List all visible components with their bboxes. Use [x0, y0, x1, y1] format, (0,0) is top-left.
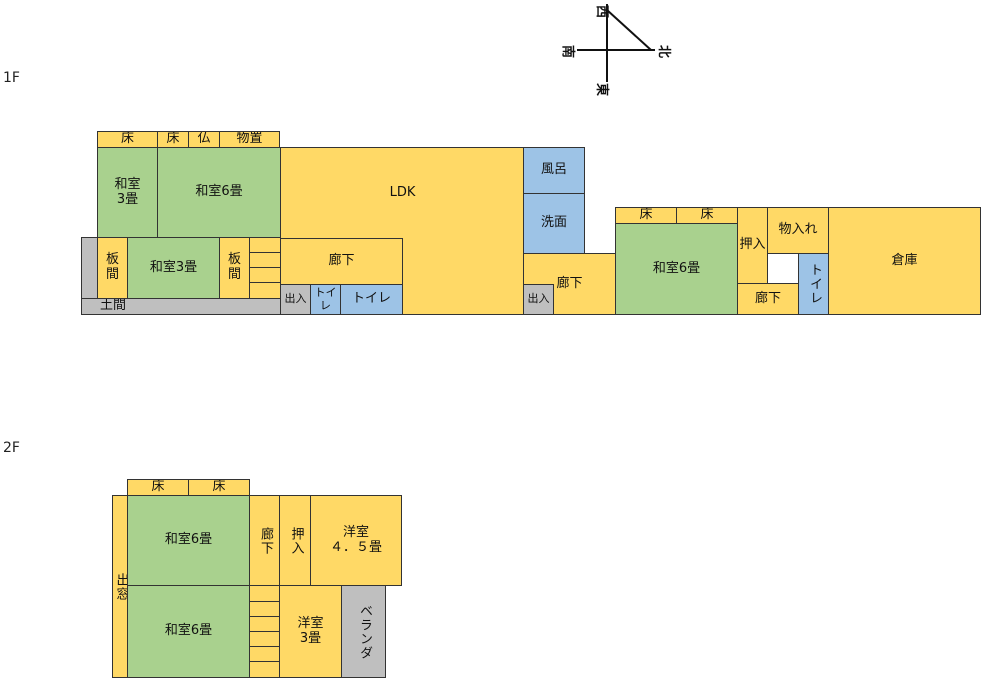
f2-stair-step: [249, 661, 280, 678]
f1-oshiire: 押入: [737, 207, 768, 284]
f1-monooki: 物置: [219, 131, 280, 148]
f1-stair-step: [249, 267, 281, 283]
compass-east: 東: [594, 82, 610, 97]
f1-toko-1: 床: [97, 131, 158, 148]
f1-stair-step: [249, 237, 281, 253]
f1-stair-step: [249, 252, 281, 268]
compass-south: 南: [560, 44, 576, 59]
f1-toire: トイレ: [340, 284, 403, 315]
f2-oshiire: 押入: [279, 495, 311, 586]
f1-senmen: 洗面: [523, 193, 585, 254]
f1-washitsu-6-east: 和室6畳: [615, 223, 738, 315]
f1-washitsu-3-top: 和室 3畳: [97, 147, 158, 238]
f1-deiri-2: 出入: [523, 284, 554, 315]
f1-doma: 土間: [81, 298, 281, 315]
compass-north: 北: [656, 44, 672, 59]
compass-west: 西: [594, 4, 610, 19]
f1-butsuma: 仏: [188, 131, 220, 148]
f1-mono-ire: 物入れ: [767, 207, 829, 254]
f1-itama-1: 板 間: [97, 237, 128, 299]
f2-demado: 出窓: [112, 495, 128, 678]
f2-stair-step: [249, 616, 280, 632]
f1-toire-small: トイレ: [310, 284, 341, 315]
f1-rouka-1: 廊下: [280, 238, 403, 285]
f1-furo: 風呂: [523, 147, 585, 194]
f1-toko-2: 床: [157, 131, 189, 148]
compass: 西 南 北 東: [555, 0, 685, 100]
f1-itama-2: 板 間: [219, 237, 250, 299]
f2-stair-step: [249, 646, 280, 662]
f1-souko: 倉庫: [828, 207, 981, 315]
f2-rouka: 廊下: [249, 495, 280, 586]
f1-toko-3: 床: [615, 207, 677, 224]
f2-youshitsu-4-5: 洋室 ４．５畳: [310, 495, 402, 586]
f2-veranda: ベランダ: [341, 585, 386, 678]
f1-deiri-1: 出入: [280, 284, 311, 315]
f2-youshitsu-3: 洋室 3畳: [279, 585, 342, 678]
f2-stair-step: [249, 585, 280, 602]
f2-toko-2: 床: [188, 479, 250, 496]
f1-stair-step: [249, 282, 281, 299]
f1-washitsu-6-top: 和室6畳: [157, 147, 281, 238]
f1-rouka-3: 廊下: [737, 283, 799, 315]
f2-washitsu-6-a: 和室6畳: [127, 495, 250, 586]
f2-stair-step: [249, 601, 280, 617]
f2-toko-1: 床: [127, 479, 189, 496]
compass-arrow-icon: [577, 4, 655, 82]
f2-washitsu-6-b: 和室6畳: [127, 585, 250, 678]
floor-label-2f: 2F: [3, 440, 20, 456]
f2-stair-step: [249, 631, 280, 647]
f1-toko-4: 床: [676, 207, 738, 224]
floor-label-1f: 1F: [3, 70, 20, 86]
f1-toire-vertical: トイレ: [798, 253, 829, 315]
f1-washitsu-3: 和室3畳: [127, 237, 220, 299]
